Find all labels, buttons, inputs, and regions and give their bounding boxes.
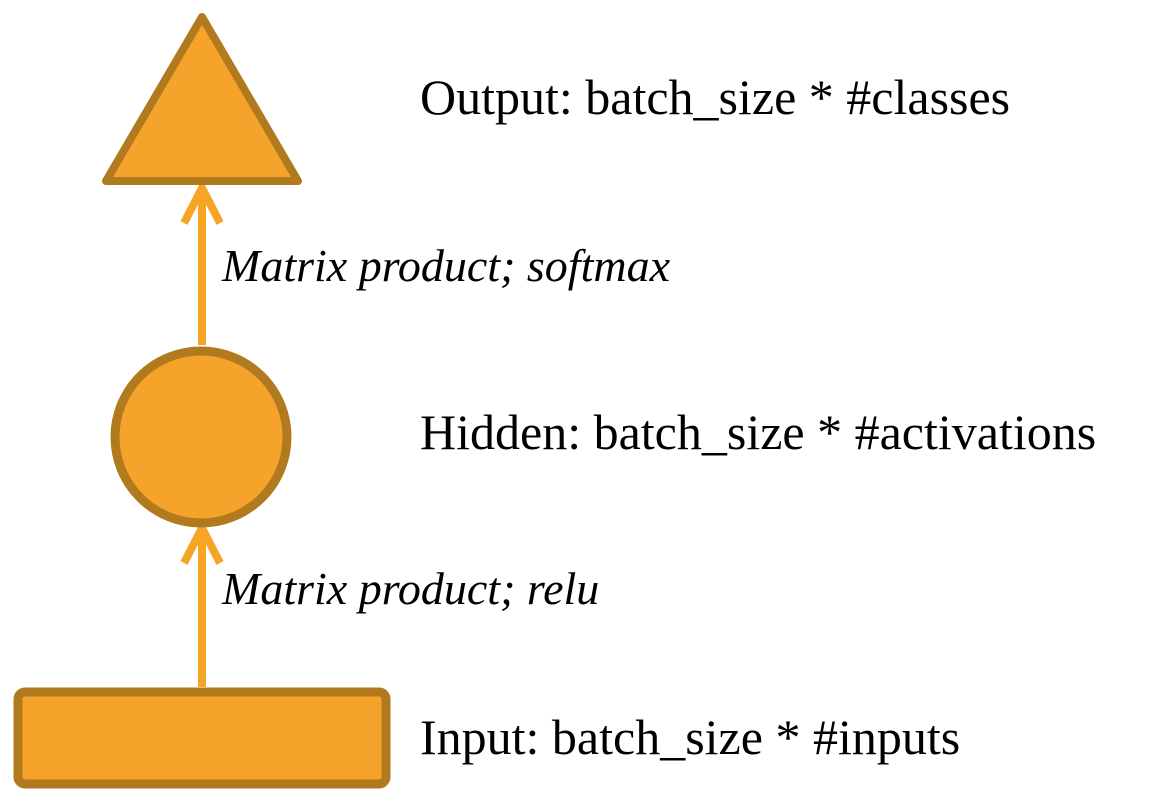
output-node-triangle: [102, 13, 302, 185]
edge-label-softmax: Matrix product; softmax: [222, 240, 671, 291]
edge-label-relu: Matrix product; relu: [222, 563, 600, 614]
input-node-rectangle: [13, 687, 391, 789]
arrow-hidden-to-output: [180, 179, 224, 345]
arrowhead-icon: [180, 179, 224, 225]
input-node-label: Input: batch_size * #inputs: [420, 709, 961, 765]
hidden-node-label: Hidden: batch_size * #activations: [420, 404, 1097, 460]
arrowhead-icon: [180, 519, 224, 565]
hidden-node-circle: [110, 346, 292, 528]
output-node-label: Output: batch_size * #classes: [420, 69, 1011, 125]
arrow-input-to-hidden: [180, 519, 224, 687]
